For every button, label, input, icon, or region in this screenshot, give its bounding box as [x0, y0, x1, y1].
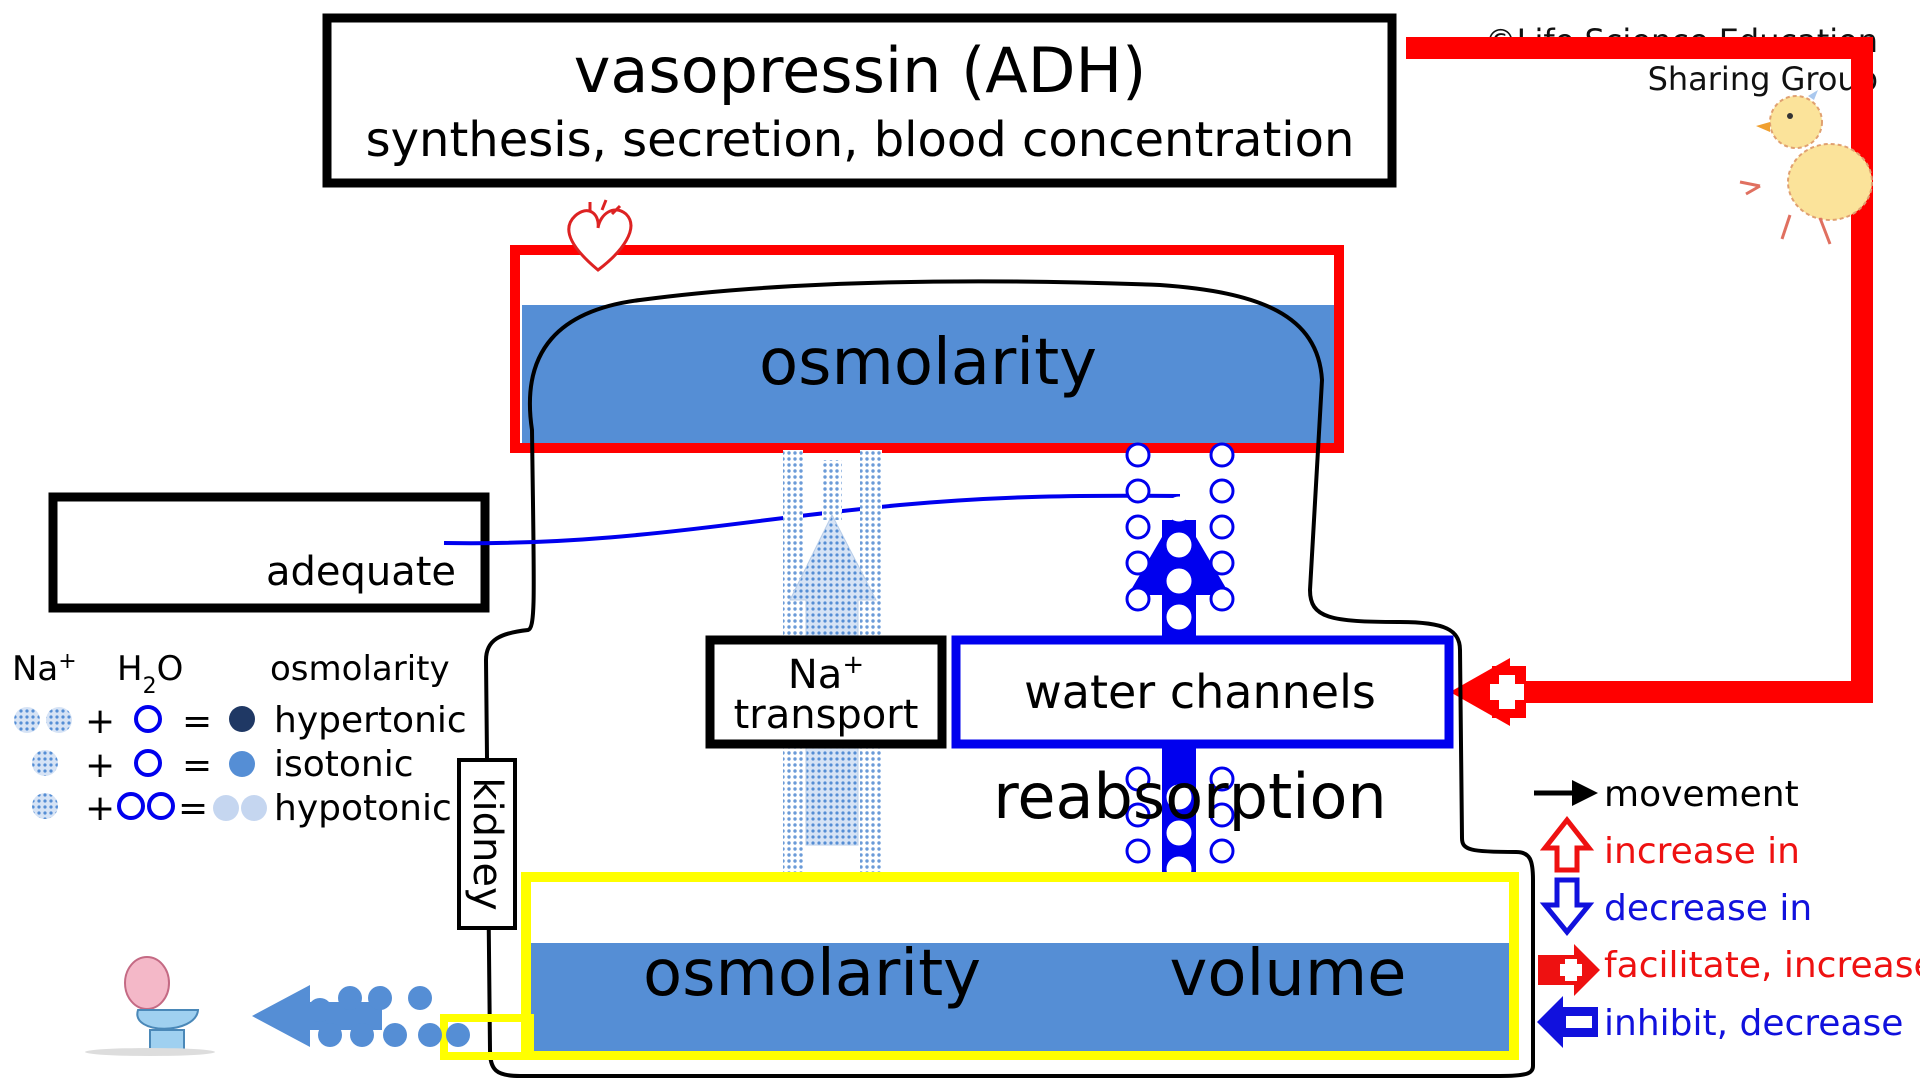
- water-molecule-circle: [1209, 838, 1235, 864]
- key-equals: =: [178, 788, 208, 829]
- urine-water-dot: [446, 1023, 470, 1047]
- adequate-label: adequate: [266, 549, 456, 595]
- urine-water-dot: [318, 1023, 342, 1047]
- adequate-link-line: [443, 493, 1181, 546]
- adequate-box: [48, 492, 490, 613]
- water-channels-label: water channels: [1024, 665, 1376, 719]
- key-equals: =: [182, 701, 212, 742]
- water-molecule-circle: [1166, 820, 1192, 846]
- urine-outlet: [440, 1014, 534, 1060]
- urine-water-dot: [383, 1023, 407, 1047]
- adh-title: vasopressin (ADH): [574, 34, 1147, 107]
- water-molecule-circle: [1166, 460, 1192, 486]
- water-molecule-circle: [1125, 586, 1151, 612]
- na-transport-label-line1: Na+: [788, 650, 864, 698]
- legend-inhibit-icon: [1537, 996, 1598, 1048]
- water-molecule-circle: [1209, 550, 1235, 576]
- water-molecule-circle: [1166, 532, 1192, 558]
- key-row-hypertonic: hypertonic: [274, 700, 467, 741]
- legend-decrease-icon: [1539, 877, 1595, 936]
- key-water-circle: [147, 792, 175, 820]
- water-molecule-circle: [1125, 838, 1151, 864]
- urine-water-dot: [408, 986, 432, 1010]
- key-h2o-header: H2O: [117, 649, 183, 699]
- toilet-icon: [85, 956, 215, 1056]
- key-hypotonic-dot: [213, 795, 239, 821]
- urine-volume-label: volume: [1169, 937, 1406, 1011]
- key-water-circle: [134, 705, 162, 733]
- na-transport-label-line2: transport: [734, 692, 919, 738]
- adh-box: [322, 13, 1397, 188]
- chick-icon: [1739, 90, 1873, 245]
- kidney-label: kidney: [464, 777, 510, 910]
- water-molecule-circle: [1125, 802, 1151, 828]
- blood-osmolarity-label: osmolarity: [759, 326, 1097, 400]
- key-isotonic-dot: [229, 751, 255, 777]
- water-channels-box: [951, 635, 1454, 749]
- arrow-legend: movement increase in decrease in facilit…: [1534, 774, 1920, 1048]
- urine-water-dot: [350, 1023, 374, 1047]
- key-plus: +: [85, 745, 115, 786]
- legend-label-decrease: decrease in: [1604, 888, 1812, 929]
- heart-icon: [567, 199, 633, 272]
- urine-water-dot: [368, 986, 392, 1010]
- facilitate-arrow-head: [1450, 658, 1526, 726]
- water-molecule-circle: [1166, 568, 1192, 594]
- kidney-outline: [483, 279, 1535, 1078]
- urine-water-dot: [338, 986, 362, 1010]
- water-molecule-circle: [1125, 442, 1151, 468]
- key-water-circle: [134, 749, 162, 777]
- osmolarity-key: Na+ H2O osmolarity + = hypertonic + = is…: [12, 649, 467, 830]
- water-molecule-circle: [1166, 784, 1192, 810]
- water-molecule-circle: [1209, 586, 1235, 612]
- key-row-isotonic: isotonic: [274, 744, 414, 785]
- key-plus: +: [85, 788, 115, 829]
- key-hypotonic-dot: [241, 795, 267, 821]
- legend-movement-head: [1572, 780, 1598, 806]
- water-molecule-circle: [1125, 514, 1151, 540]
- urine-fill: [531, 943, 1509, 1051]
- legend-label-facilitate: facilitate, increase: [1604, 945, 1920, 986]
- water-molecule-circle: [1209, 478, 1235, 504]
- water-molecule-circle: [1166, 496, 1192, 522]
- key-na-dot: [32, 750, 58, 776]
- adh-subtitle: synthesis, secretion, blood concentratio…: [366, 112, 1355, 168]
- adh-feedback-arrow: [1406, 37, 1873, 703]
- legend-label-movement: movement: [1604, 774, 1799, 815]
- urine-outflow: [252, 985, 470, 1047]
- water-molecule-circle: [1166, 604, 1192, 630]
- urine-water-dot: [418, 1023, 442, 1047]
- water-molecule-circle: [1209, 442, 1235, 468]
- key-water-circle: [117, 792, 145, 820]
- kidney-label-box: [457, 758, 517, 930]
- credit-line-2: Sharing Group: [1648, 60, 1878, 98]
- key-row-hypotonic: hypotonic: [274, 788, 452, 829]
- water-molecule-circle: [1209, 766, 1235, 792]
- legend-label-inhibit: inhibit, decrease: [1604, 1003, 1903, 1044]
- water-molecule-circle: [1209, 802, 1235, 828]
- legend-facilitate-icon: [1538, 944, 1600, 996]
- water-molecule-circle: [1125, 550, 1151, 576]
- key-osmolarity-header: osmolarity: [270, 649, 450, 689]
- key-plus: +: [85, 701, 115, 742]
- water-molecule-circle: [1125, 478, 1151, 504]
- legend-label-increase: increase in: [1604, 831, 1800, 872]
- key-na-dot: [46, 707, 72, 733]
- key-equals: =: [182, 745, 212, 786]
- legend-increase-icon: [1539, 815, 1595, 873]
- urine-osmolarity-label: osmolarity: [643, 937, 981, 1011]
- key-na-dot: [14, 707, 40, 733]
- reabsorption-label: reabsorption: [993, 760, 1386, 833]
- na-transport-box: [705, 635, 947, 749]
- blood-fill: [522, 305, 1334, 443]
- key-hypertonic-dot: [229, 706, 255, 732]
- key-na-header: Na+: [12, 649, 77, 690]
- water-molecule-circle: [1209, 514, 1235, 540]
- water-molecule-circle: [1125, 766, 1151, 792]
- urine-water-dot: [308, 998, 332, 1022]
- key-na-dot: [32, 793, 58, 819]
